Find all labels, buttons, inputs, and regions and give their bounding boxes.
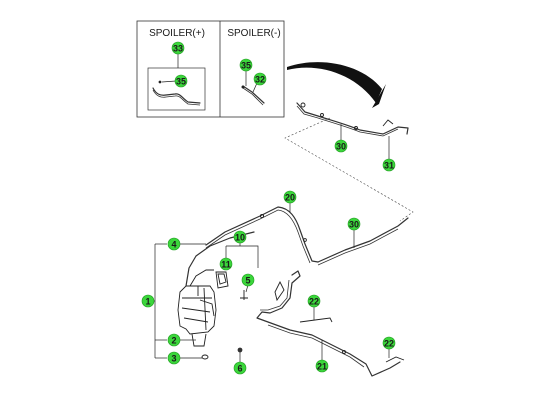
callout-bubble	[233, 230, 247, 244]
callout-bubble	[241, 273, 255, 287]
callout-bubble	[174, 74, 188, 88]
callout-c30a: 30	[334, 139, 348, 153]
callout-bubble	[347, 217, 361, 231]
callout-bubble	[171, 41, 185, 55]
callout-c10: 10	[233, 230, 247, 244]
callout-c31: 31	[382, 158, 396, 172]
callout-bubble	[315, 359, 329, 373]
callout-c35a: 35	[174, 74, 188, 88]
callout-label: 33	[173, 44, 183, 54]
callout-label: 1	[145, 297, 150, 307]
spoiler-minus-header: SPOILER(-)	[227, 28, 280, 39]
callout-c2: 2	[167, 333, 181, 347]
callout-label: 5	[245, 276, 250, 286]
callout-c32: 32	[253, 72, 267, 86]
spoiler-plus-header: SPOILER(+)	[149, 28, 205, 39]
callout-label: 21	[317, 362, 327, 372]
callout-label: 35	[241, 61, 251, 71]
callout-c1: 1	[141, 294, 155, 308]
callout-bubble	[219, 257, 233, 271]
callout-c6: 6	[233, 361, 247, 375]
detail-arrow	[287, 62, 382, 103]
callout-bubble	[239, 58, 253, 72]
callout-bubble	[253, 72, 267, 86]
connector-dashed	[284, 117, 414, 222]
spoiler-minus-hose	[242, 85, 265, 104]
callout-label: 11	[221, 260, 231, 270]
callout-c22b: 22	[382, 336, 396, 350]
callout-label: 2	[171, 336, 176, 346]
callout-c35b: 35	[239, 58, 253, 72]
callout-c4: 4	[167, 237, 181, 251]
callout-c5: 5	[241, 273, 255, 287]
callout-bubble	[382, 336, 396, 350]
callout-c30b: 30	[347, 217, 361, 231]
spoiler-inset-panel: SPOILER(+) SPOILER(-)	[136, 20, 285, 118]
callout-label: 31	[384, 161, 394, 171]
callout-label: 20	[285, 193, 295, 203]
callout-bubble	[167, 351, 181, 365]
callout-label: 4	[171, 240, 176, 250]
spoiler-plus-hose	[152, 87, 201, 104]
callout-bubble	[167, 237, 181, 251]
spoiler-plus-detail-box	[147, 67, 206, 111]
callout-label: 32	[255, 75, 265, 85]
callout-label: 30	[349, 220, 359, 230]
callout-bubble	[334, 139, 348, 153]
callout-bubble	[283, 190, 297, 204]
callout-label: 10	[235, 233, 245, 243]
washer-reservoir-assembly	[148, 231, 259, 363]
callout-bubble	[307, 294, 321, 308]
callout-bubble	[233, 361, 247, 375]
rear-hose-upper	[296, 102, 409, 160]
callout-c21: 21	[315, 359, 329, 373]
callout-label: 6	[237, 364, 242, 374]
callout-c20: 20	[283, 190, 297, 204]
front-hose-assembly	[205, 202, 409, 266]
callout-bubble	[167, 333, 181, 347]
lower-hose-assembly	[256, 270, 405, 377]
callout-label: 30	[336, 142, 346, 152]
callout-c11: 11	[219, 257, 233, 271]
callout-c3: 3	[167, 351, 181, 365]
callout-c33: 33	[171, 41, 185, 55]
callout-label: 22	[309, 297, 319, 307]
callout-bubble	[382, 158, 396, 172]
callout-label: 35	[176, 77, 186, 87]
callout-bubble	[141, 294, 155, 308]
callout-c22a: 22	[307, 294, 321, 308]
callout-label: 22	[384, 339, 394, 349]
callout-label: 3	[171, 354, 176, 364]
